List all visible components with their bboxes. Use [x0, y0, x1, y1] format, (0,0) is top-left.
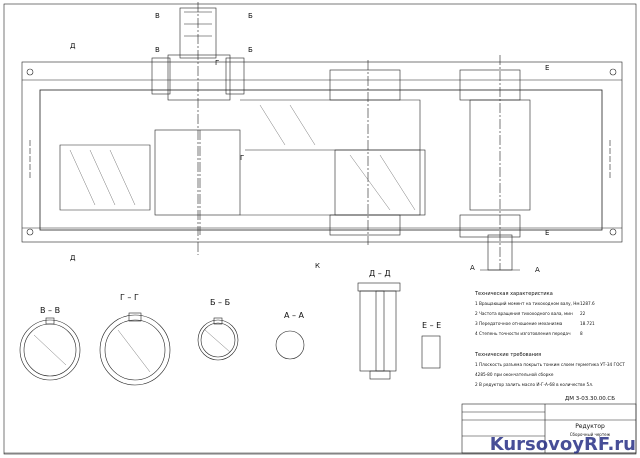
cut-letter: А [470, 264, 475, 272]
cut-letter: В [155, 12, 160, 20]
section-ee-label: Е – Е [422, 321, 441, 330]
tech-req-title: Технические требования [474, 352, 541, 358]
tech-char-value: 18.721 [580, 321, 595, 326]
tech-char-label: 2 Частота вращения тихоходного вала, мин [475, 311, 573, 316]
tech-char-label: 1 Вращающий момент на тихоходном валу, Н… [475, 301, 580, 306]
cut-letter: Д [70, 254, 76, 262]
tech-char-label: 3 Передаточное отношение механизма [475, 321, 563, 326]
gear-hatching [33, 104, 416, 373]
section-views [19, 282, 441, 386]
section-vv-label: В – В [40, 306, 60, 315]
doc-code: ДМ 3-03.30.00.СБ [565, 396, 615, 402]
tech-req-line: 1 Плоскость разъема покрыть тонким слоем… [475, 362, 625, 367]
section-aa-label: А – А [284, 311, 305, 320]
tech-requirements: Технические требования 1 Плоскость разъе… [474, 352, 625, 387]
cut-letter: Б [248, 46, 253, 54]
section-gg-label: Г – Г [120, 293, 139, 302]
tech-req-line: 2 В редуктор залить масло И-Г-А-68 в кол… [475, 382, 593, 387]
reducer-housing [21, 61, 623, 243]
cut-letter: К [315, 262, 320, 270]
drawing-name: Редуктор [575, 423, 605, 430]
output-shaft [480, 234, 520, 271]
cut-letter: Е [545, 229, 549, 237]
input-shaft [151, 2, 245, 255]
cut-letter: Г [240, 154, 244, 162]
cut-letter: А [535, 266, 540, 274]
tech-char-value: 22 [580, 311, 586, 316]
sheet-frame [3, 3, 637, 455]
gear-train [59, 55, 531, 270]
tech-characteristics: Техническая характеристика 1 Вращающий м… [474, 291, 595, 336]
tech-char-label: 4 Степень точности изготовления передач [475, 331, 571, 336]
cut-letter: Г [215, 59, 219, 67]
tech-req-line: 4285-80 при окончательной сборке [475, 372, 554, 377]
watermark-logo: KursovoyRF.ru [490, 434, 636, 455]
section-bb-label: Б – Б [210, 298, 230, 307]
cut-letter: Б [248, 12, 253, 20]
tech-char-value: 8 [580, 331, 583, 336]
cut-letter: Д [70, 42, 76, 50]
cut-letter: В [155, 46, 160, 54]
tech-char-title: Техническая характеристика [474, 291, 553, 297]
title-block [461, 403, 637, 454]
tech-char-value: 1287.6 [580, 301, 595, 306]
cut-letter: Е [545, 64, 549, 72]
section-dd-label: Д – Д [369, 269, 391, 278]
cut-line-letters: Д Д В В Б Б Г Г Е Е А А К [70, 12, 549, 274]
drawing-subtitle: Сборочный чертеж [570, 432, 611, 437]
